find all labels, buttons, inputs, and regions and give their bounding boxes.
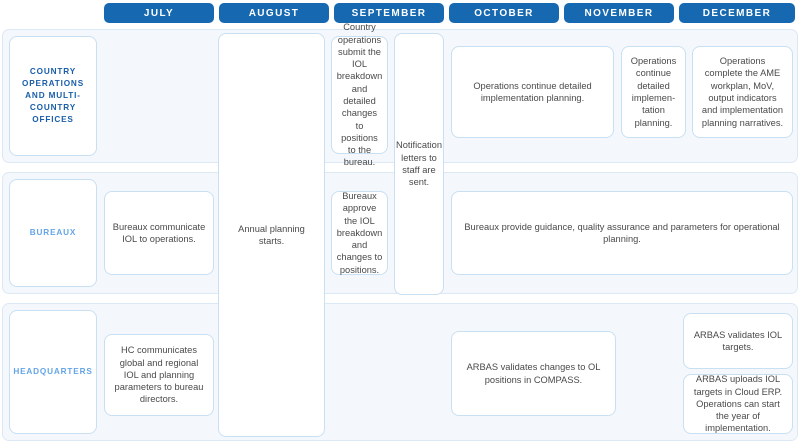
activity-card-text: ARBAS validates IOL targets. bbox=[693, 329, 783, 352]
activity-card-text: Operations continue detailed implemen-ta… bbox=[630, 56, 677, 128]
row-label-text: HEADQUARTERS bbox=[13, 367, 93, 377]
activity-card-arbas-validates-iol-targets: ARBAS validates IOL targets. bbox=[683, 313, 793, 369]
month-header-october: OCTOBER bbox=[449, 3, 559, 23]
activity-card-text: Bureaux provide guidance, quality assura… bbox=[464, 221, 780, 244]
activity-card-text: Bureaux approve the IOL breakdown and ch… bbox=[336, 191, 383, 275]
activity-card-arbas-uploads-iol-targets-cloud-erp: ARBAS uploads IOL targets in Cloud ERP. … bbox=[683, 374, 793, 434]
row-label-bureaux: BUREAUX bbox=[9, 179, 97, 287]
activity-card-operations-continue-detailed-implementation-planning: Operations continue detailed implementat… bbox=[451, 46, 614, 138]
month-header-august: AUGUST bbox=[219, 3, 329, 23]
activity-card-operations-continue-detailed-implementation-planning-nov: Operations continue detailed implemen-ta… bbox=[621, 46, 686, 138]
activity-card-text: Operations complete the AME workplan, Mo… bbox=[701, 56, 784, 128]
activity-card-annual-planning-starts: Annual planning starts. bbox=[218, 33, 325, 437]
month-header-july: JULY bbox=[104, 3, 214, 23]
activity-card-country-ops-submit-iol: Country operations submit the IOL breakd… bbox=[331, 22, 388, 167]
row-label-country-operations: COUNTRY OPERATIONS AND MULTI-COUNTRY OFF… bbox=[9, 36, 97, 156]
activity-card-text: Bureaux communicate IOL to operations. bbox=[112, 221, 206, 244]
activity-card-bureaux-communicate-iol: Bureaux communicate IOL to operations. bbox=[104, 191, 214, 275]
activity-card-text: ARBAS validates changes to OL positions … bbox=[466, 362, 601, 385]
activity-card-bureaux-approve-iol-breakdown: Bureaux approve the IOL breakdown and ch… bbox=[331, 191, 388, 275]
month-header-september: SEPTEMBER bbox=[334, 3, 444, 23]
month-header-december: DECEMBER bbox=[679, 3, 795, 23]
activity-card-text: Operations continue detailed implementat… bbox=[473, 80, 592, 103]
activity-card-bureaux-provide-guidance: Bureaux provide guidance, quality assura… bbox=[451, 191, 793, 275]
activity-card-text: ARBAS uploads IOL targets in Cloud ERP. … bbox=[693, 374, 783, 434]
activity-card-text: Notification letters to staff are sent. bbox=[396, 140, 442, 188]
activity-card-operations-complete-ame-workplan: Operations complete the AME workplan, Mo… bbox=[692, 46, 793, 138]
row-label-headquarters: HEADQUARTERS bbox=[9, 310, 97, 434]
activity-card-text: HC communicates global and regional IOL … bbox=[114, 345, 204, 405]
month-header-november: NOVEMBER bbox=[564, 3, 674, 23]
activity-card-text: Annual planning starts. bbox=[238, 223, 305, 246]
activity-card-notification-letters: Notification letters to staff are sent. bbox=[394, 33, 444, 295]
row-label-text: BUREAUX bbox=[29, 228, 77, 238]
row-label-text: COUNTRY OPERATIONS AND MULTI-COUNTRY OFF… bbox=[21, 67, 85, 124]
activity-card-text: Country operations submit the IOL breakd… bbox=[336, 22, 383, 168]
activity-card-arbas-validates-changes-compass: ARBAS validates changes to OL positions … bbox=[451, 331, 616, 416]
activity-card-hc-communicates-global-regional-iol: HC communicates global and regional IOL … bbox=[104, 334, 214, 416]
